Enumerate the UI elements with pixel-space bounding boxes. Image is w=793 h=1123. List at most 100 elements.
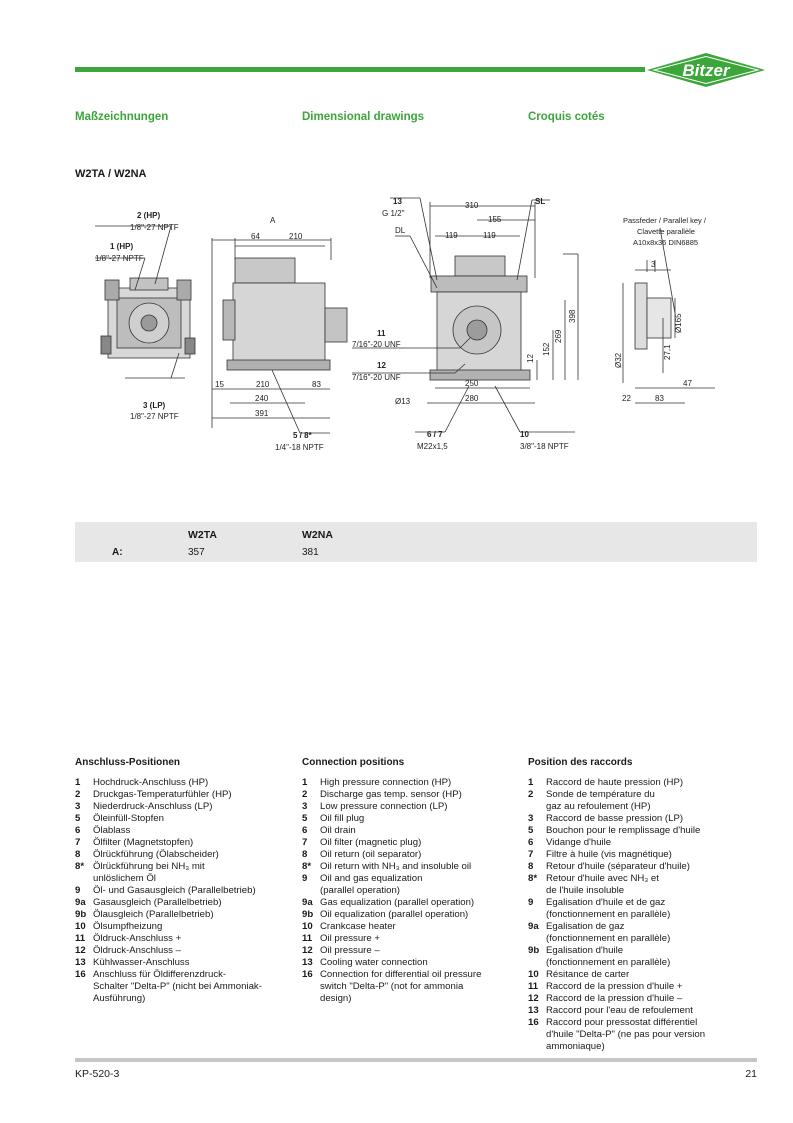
- col-w2na: W2NA: [302, 529, 333, 541]
- svg-text:A: A: [270, 216, 276, 225]
- item-text: Crankcase heater: [320, 921, 396, 932]
- item-text: Oil drain: [320, 825, 356, 836]
- item-number: 10: [302, 921, 313, 932]
- item-text: Oil return (oil separator): [320, 849, 422, 860]
- value-w2ta: 357: [188, 547, 205, 558]
- item-number: 11: [75, 933, 86, 944]
- list-item: 8*Retour d'huile avec NH₃ et de l'huile …: [528, 873, 753, 897]
- item-text: Connection for differential oil pressure…: [320, 969, 482, 1004]
- list-item: 9 Öl- und Gasausgleich (Parallelbetrieb): [75, 885, 290, 897]
- header-fr: Croquis cotés: [528, 111, 605, 123]
- item-text: Kühlwasser-Anschluss: [93, 957, 190, 968]
- item-number: 8*: [75, 861, 85, 872]
- item-text: Öldruck-Anschluss +: [93, 933, 182, 944]
- item-number: 5: [302, 813, 308, 824]
- item-number: 11: [528, 981, 539, 992]
- svg-text:M22x1,5: M22x1,5: [417, 442, 448, 451]
- svg-text:391: 391: [255, 409, 269, 418]
- item-text: Öl- und Gasausgleich (Parallelbetrieb): [93, 885, 256, 896]
- item-number: 13: [75, 957, 86, 968]
- svg-text:1 (HP): 1 (HP): [110, 242, 133, 251]
- svg-text:3 (LP): 3 (LP): [143, 401, 166, 410]
- item-number: 13: [528, 1005, 539, 1016]
- item-text: Ölrückführung (Ölabscheider): [93, 849, 219, 860]
- item-number: 2: [75, 789, 81, 800]
- dimensional-drawing: 2 (HP) 1/8"-27 NPTF 1 (HP) 1/8"-27 NPTF …: [95, 197, 715, 452]
- item-text: Egalisation d'huile et de gaz (fonctionn…: [546, 897, 671, 920]
- svg-text:269: 269: [554, 329, 563, 343]
- item-number: 8: [75, 849, 81, 860]
- svg-text:119: 119: [483, 231, 496, 240]
- svg-text:83: 83: [312, 380, 321, 389]
- item-number: 3: [528, 813, 534, 824]
- svg-text:210: 210: [289, 232, 303, 241]
- svg-text:64: 64: [251, 232, 260, 241]
- svg-text:27,1: 27,1: [663, 344, 672, 360]
- row-label-a: A:: [112, 547, 123, 558]
- item-text: Low pressure connection (LP): [320, 801, 448, 812]
- item-number: 16: [528, 1017, 539, 1028]
- item-number: 10: [75, 921, 86, 932]
- item-number: 9a: [302, 897, 313, 908]
- item-number: 6: [302, 825, 308, 836]
- item-text: Discharge gas temp. sensor (HP): [320, 789, 462, 800]
- item-text: Vidange d'huile: [546, 837, 612, 848]
- svg-text:Ø13: Ø13: [395, 397, 411, 406]
- item-text: Egalisation d'huile (fonctionnement en p…: [546, 945, 671, 968]
- svg-text:2 (HP): 2 (HP): [137, 211, 160, 220]
- item-text: Ölausgleich (Parallelbetrieb): [93, 909, 214, 920]
- svg-text:83: 83: [655, 394, 664, 403]
- item-number: 12: [302, 945, 313, 956]
- svg-text:13: 13: [393, 197, 402, 206]
- svg-text:6 / 7: 6 / 7: [427, 430, 443, 439]
- item-number: 9: [75, 885, 81, 896]
- svg-text:1/8"-27 NPTF: 1/8"-27 NPTF: [130, 412, 179, 421]
- svg-text:47: 47: [683, 379, 692, 388]
- svg-text:240: 240: [255, 394, 269, 403]
- item-text: Öleinfüll-Stopfen: [93, 813, 164, 824]
- list-item: 11 Öldruck-Anschluss +: [75, 933, 290, 945]
- value-w2na: 381: [302, 547, 319, 558]
- header-de: Maßzeichnungen: [75, 111, 169, 123]
- item-text: Anschluss für Öldifferenzdruck- Schalter…: [93, 969, 262, 1004]
- item-text: Retour d'huile avec NH₃ et de l'huile in…: [546, 873, 659, 896]
- item-number: 9a: [528, 921, 539, 932]
- list-item: 6 Oil drain: [302, 825, 517, 837]
- svg-text:119: 119: [445, 231, 458, 240]
- list-item: 12 Oil pressure –: [302, 945, 517, 957]
- side-view: [95, 225, 196, 379]
- item-number: 5: [528, 825, 534, 836]
- svg-text:280: 280: [465, 394, 479, 403]
- item-number: 9: [528, 897, 534, 908]
- svg-text:Passfeder / Parallel key /: Passfeder / Parallel key /: [623, 216, 707, 225]
- section-title-de: Anschluss-Positionen: [75, 757, 181, 768]
- item-text: Retour d'huile (séparateur d'huile): [546, 861, 690, 872]
- shaft-view: [622, 227, 715, 404]
- item-text: Raccord de haute pression (HP): [546, 777, 684, 788]
- item-text: Oil pressure –: [320, 945, 380, 956]
- header-rule: [75, 67, 645, 72]
- item-number: 9b: [302, 909, 314, 920]
- svg-text:22: 22: [622, 394, 631, 403]
- svg-text:1/8"-27 NPTF: 1/8"-27 NPTF: [130, 223, 179, 232]
- item-number: 12: [75, 945, 86, 956]
- front-view: [211, 238, 348, 434]
- svg-text:SL: SL: [535, 197, 545, 206]
- svg-text:7/16"-20 UNF: 7/16"-20 UNF: [352, 373, 401, 382]
- svg-text:A10x8x36 DIN6885: A10x8x36 DIN6885: [633, 238, 698, 247]
